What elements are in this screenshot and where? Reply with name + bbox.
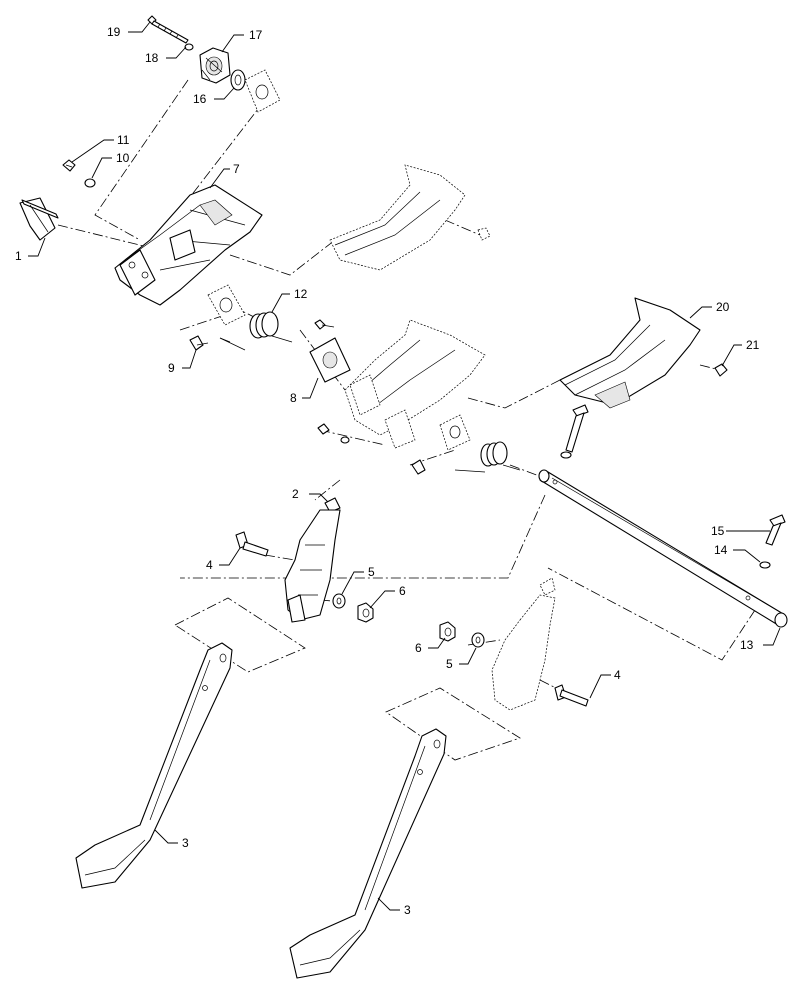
callout-2: 2 (292, 487, 299, 501)
spring-lower (454, 441, 521, 473)
leader-lines (28, 21, 781, 911)
plate-8 (309, 337, 351, 383)
washer-10 (84, 178, 96, 188)
callout-19: 19 (107, 25, 121, 39)
washer-18 (184, 43, 194, 51)
washer-5-left (332, 593, 346, 609)
guide-upper (329, 164, 491, 271)
nut-6-left (357, 602, 374, 623)
washer-16 (230, 69, 246, 91)
bolt-21 (714, 363, 728, 377)
callout-7: 7 (233, 162, 240, 176)
callout-13: 13 (740, 638, 754, 652)
callout-14: 14 (714, 543, 728, 557)
washer-14 (759, 561, 771, 569)
bolt-4-left (235, 531, 269, 557)
shank-3-right (289, 728, 447, 979)
nut-6-right (439, 621, 456, 642)
guide-20 (559, 297, 701, 409)
callout-12: 12 (294, 287, 308, 301)
shank-3-left (75, 642, 233, 889)
callout-17: 17 (249, 28, 263, 42)
callout-8: 8 (290, 391, 297, 405)
bolt-11 (62, 159, 76, 172)
pin-1 (19, 197, 59, 241)
shaft-13 (538, 469, 788, 628)
callout-3-left: 3 (182, 836, 189, 850)
spring-12 (219, 311, 293, 351)
bolt-washer-lower (317, 423, 426, 475)
bolt-small-mid (314, 319, 335, 330)
washer-5-right (471, 632, 485, 648)
bolt-9 (189, 335, 209, 351)
callout-1: 1 (15, 249, 22, 263)
callout-4-left: 4 (206, 558, 213, 572)
callout-4-right: 4 (614, 668, 621, 682)
callout-3-right: 3 (404, 903, 411, 917)
callout-9: 9 (168, 361, 175, 375)
pad-plate-lower (384, 409, 471, 451)
callout-15: 15 (711, 524, 725, 538)
bolt-upper-shaft (560, 404, 589, 459)
pad-plate-upper (244, 69, 281, 113)
callout-6-left: 6 (399, 584, 406, 598)
callout-5-right: 5 (446, 657, 453, 671)
screw-19 (147, 15, 189, 44)
clamp-2 (284, 497, 341, 623)
bracket-lower (344, 319, 486, 436)
callout-10: 10 (116, 151, 130, 165)
bolt-15 (765, 514, 786, 546)
clamp-right (491, 577, 556, 711)
collar-17 (199, 47, 231, 84)
callout-20: 20 (716, 300, 730, 314)
callout-6-right: 6 (415, 641, 422, 655)
callout-21: 21 (746, 338, 760, 352)
bracket-7 (114, 184, 263, 306)
pad-plate-mid (207, 284, 246, 326)
callout-11: 11 (117, 133, 130, 147)
bolt-4-right (554, 684, 589, 707)
callout-18: 18 (145, 51, 159, 65)
callout-16: 16 (193, 92, 207, 106)
callout-5-left: 5 (368, 565, 375, 579)
callout-labels: 19 18 17 16 11 10 1 7 12 9 8 2 4 5 6 6 5… (15, 25, 760, 917)
